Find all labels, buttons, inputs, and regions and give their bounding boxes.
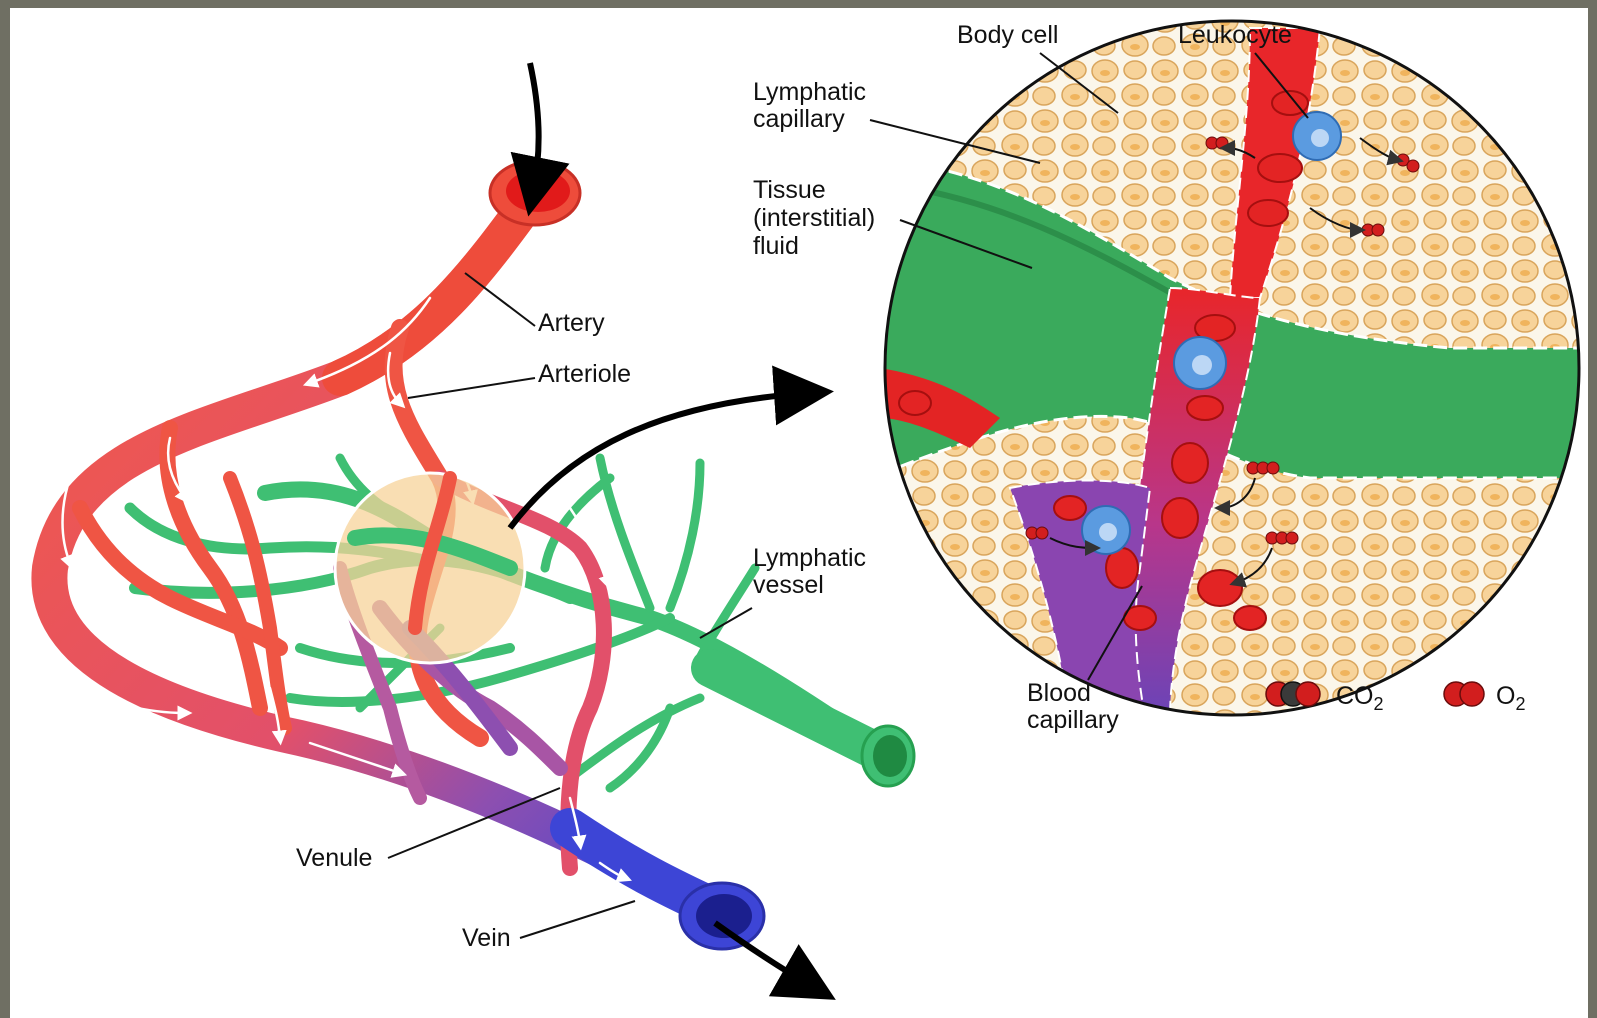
label-lymphatic-vessel-1: Lymphatic bbox=[753, 544, 866, 572]
label-blood-capillary-1: Blood bbox=[1027, 679, 1091, 707]
label-venule: Venule bbox=[296, 844, 372, 872]
label-arteriole: Arteriole bbox=[538, 360, 631, 388]
magnified-view bbox=[870, 21, 1588, 718]
legend-o2-icon bbox=[1444, 682, 1484, 706]
legend-co2-icon bbox=[1266, 682, 1320, 706]
diagram-frame: Artery Arteriole Venule Vein Lymphatic v… bbox=[10, 8, 1588, 1018]
label-tissue-fluid-3: fluid bbox=[753, 232, 799, 260]
label-vein: Vein bbox=[462, 924, 511, 952]
label-lymphatic-capillary-1: Lymphatic bbox=[753, 78, 866, 106]
label-lymphatic-capillary-2: capillary bbox=[753, 105, 845, 133]
label-tissue-fluid-1: Tissue bbox=[753, 176, 826, 204]
legend: CO2 O2 bbox=[1266, 682, 1525, 714]
zoom-arrow bbox=[510, 393, 810, 528]
outflow-arrow bbox=[715, 923, 815, 988]
label-artery: Artery bbox=[538, 309, 605, 337]
label-leukocyte: Leukocyte bbox=[1178, 21, 1292, 49]
label-blood-capillary-2: capillary bbox=[1027, 706, 1119, 734]
circulation-lymph-diagram: Artery Arteriole Venule Vein Lymphatic v… bbox=[10, 8, 1588, 1018]
label-body-cell: Body cell bbox=[957, 21, 1058, 49]
label-tissue-fluid-2: (interstitial) bbox=[753, 204, 875, 232]
legend-co2-label: CO2 bbox=[1336, 682, 1384, 714]
legend-o2-label: O2 bbox=[1496, 682, 1525, 714]
label-lymphatic-vessel-2: vessel bbox=[753, 571, 824, 599]
